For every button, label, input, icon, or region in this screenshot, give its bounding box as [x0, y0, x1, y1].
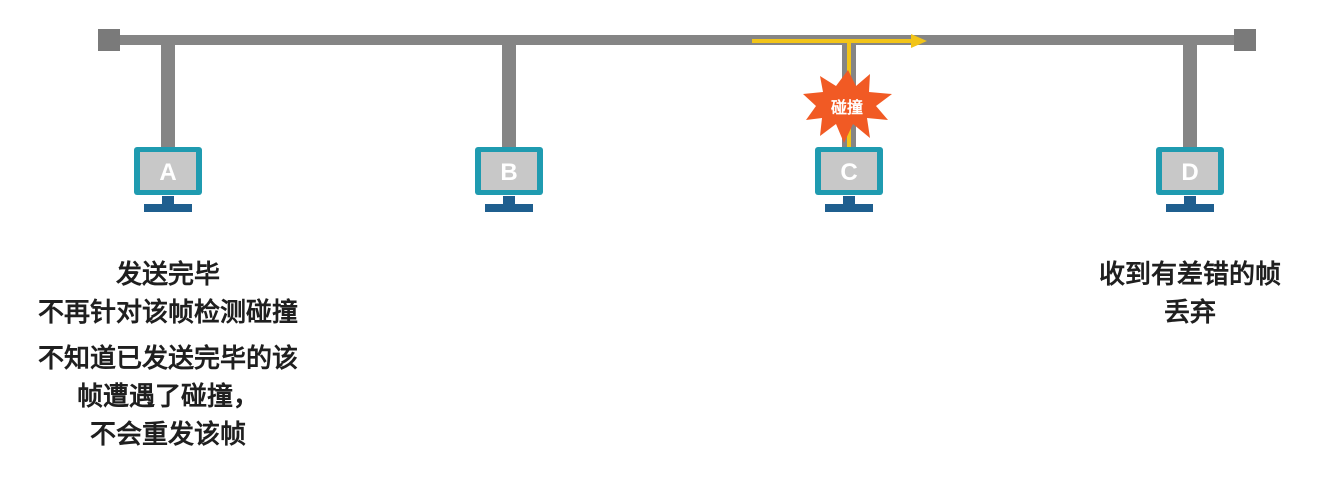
note-d-line-2: 丢弃 [1163, 298, 1216, 328]
collision-burst-icon [803, 70, 892, 143]
collision-label: 碰撞 [831, 98, 863, 117]
computer-d: D [1156, 147, 1224, 212]
note-d-line-1: 收到有差错的帧 [1098, 260, 1281, 290]
signal-arrowhead-icon [911, 34, 927, 48]
bus-terminator-left [98, 29, 120, 51]
note-a-unaware-line-3: 不会重发该帧 [89, 420, 246, 450]
note-a: 发送完毕 不再针对该帧检测碰撞 不知道已发送完毕的该 帧遭遇了碰撞， 不会重发该… [0, 256, 336, 454]
monitor-screen-c [821, 152, 877, 190]
node-label-b: B [500, 159, 517, 186]
node-label-a: A [159, 159, 176, 186]
monitor-neck-c [843, 196, 855, 204]
monitor-base-c [825, 204, 873, 212]
monitor-base-b [485, 204, 533, 212]
computer-b: B [475, 147, 543, 212]
monitor-neck-a [162, 196, 174, 204]
collision-burst: 碰撞 [803, 70, 892, 143]
note-a-sent-line-2: 不再针对该帧检测碰撞 [37, 298, 298, 328]
note-a-unaware-line-1: 不知道已发送完毕的该 [37, 344, 298, 374]
monitor-base-a [144, 204, 192, 212]
computer-a: A [134, 147, 202, 212]
note-d: 收到有差错的帧 丢弃 [1060, 256, 1320, 332]
note-a-sent-line-1: 发送完毕 [115, 260, 220, 290]
monitor-screen-a [140, 152, 196, 190]
monitor-base-d [1166, 204, 1214, 212]
node-label-d: D [1181, 159, 1198, 186]
monitor-screen-b [481, 152, 537, 190]
note-a-unaware-line-2: 帧遭遇了碰撞， [76, 382, 259, 412]
monitor-screen-d [1162, 152, 1218, 190]
node-label-c: C [840, 159, 857, 186]
bus-terminator-right [1234, 29, 1256, 51]
computer-c: C [815, 147, 883, 212]
monitor-neck-b [503, 196, 515, 204]
monitor-neck-d [1184, 196, 1196, 204]
